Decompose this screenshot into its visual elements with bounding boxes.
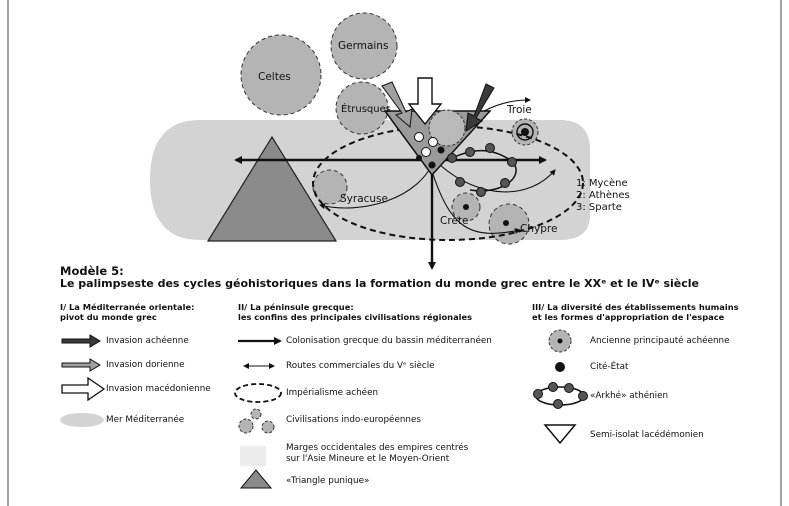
invasion-dorienne-arrow xyxy=(381,81,413,128)
legend-arkhe: «Arkhé» athénien xyxy=(590,391,669,401)
legend-semi-isolat: Semi-isolat lacédémonien xyxy=(590,430,704,440)
troie-marker-inner xyxy=(521,128,529,136)
figure-title: Le palimpseste des cycles géohistoriques… xyxy=(60,277,700,290)
civilization-celtes xyxy=(240,34,322,116)
legend-col2-subheader: les confins des principales civilisation… xyxy=(238,312,473,322)
troie-marker xyxy=(516,123,534,141)
arkhe-city xyxy=(465,147,475,157)
civilization-etrusques xyxy=(335,81,389,135)
label-syracuse: Syracuse xyxy=(340,193,388,205)
legend-icon-civilizations xyxy=(238,408,275,434)
legend-col3-header: III/ La diversité des établissements hum… xyxy=(532,302,739,312)
city-marker xyxy=(428,161,436,169)
legend-civilisations: Civilisations indo-européennes xyxy=(286,415,421,425)
legend-col1-header: I/ La Méditerranée orientale: xyxy=(60,302,195,312)
legend-invasion-acheenne: Invasion achéenne xyxy=(106,336,189,346)
city-marker xyxy=(437,146,445,154)
civilization-germains xyxy=(330,12,398,80)
legend-icon-arkhe xyxy=(533,382,588,409)
arkhe-city xyxy=(447,153,457,163)
invasion-acheenne-arrow xyxy=(465,83,495,132)
legend-marges-line2: sur l'Asie Mineure et le Moyen-Orient xyxy=(286,454,450,464)
legend-col3-subheader: et les formes d'appropriation de l'espac… xyxy=(532,312,725,322)
legend-col1-subheader: pivot du monde grec xyxy=(60,312,157,322)
legend-routes-commerciales: Routes commerciales du Vᵉ siècle xyxy=(286,361,435,371)
label-crete: Crète xyxy=(440,215,468,227)
legend-icon-sea xyxy=(60,413,104,427)
legend-icon-margins xyxy=(240,446,266,466)
arkhe-city xyxy=(500,178,510,188)
arkhe-city xyxy=(455,177,465,187)
city-athenes xyxy=(428,137,438,147)
legend-principaute: Ancienne principauté achéenne xyxy=(590,336,730,346)
legend-triangle-punique: «Triangle punique» xyxy=(286,476,370,486)
greek-peninsula-disc xyxy=(428,109,466,147)
legend-icon-macedonienne xyxy=(61,376,106,402)
city-mycene xyxy=(414,132,424,142)
arkhe-city xyxy=(485,143,495,153)
city-crete xyxy=(463,204,469,210)
label-celtes: Celtes xyxy=(258,71,291,83)
legend-imperialisme: Impérialisme achéen xyxy=(286,388,379,398)
legend-icon-punic-triangle xyxy=(239,469,273,489)
key-sparte: 3: Sparte xyxy=(576,202,622,213)
arkhe-city xyxy=(507,157,517,167)
legend-mer-mediterranee: Mer Méditerranée xyxy=(106,415,185,425)
legend-icon-imperialism xyxy=(234,383,282,403)
key-athenes: 2: Athènes xyxy=(576,190,630,201)
invasion-macedonienne-arrow xyxy=(407,77,443,126)
city-chypre xyxy=(503,220,509,226)
legend-icon-principality xyxy=(548,329,572,353)
legend-cite-etat: Cité-État xyxy=(590,362,629,372)
city-marker xyxy=(416,155,422,161)
legend-icon-acheenne xyxy=(61,334,101,348)
punic-triangle xyxy=(206,135,338,242)
label-troie: Troie xyxy=(506,104,532,116)
civilization-chypre xyxy=(488,203,530,245)
civilization-syracuse xyxy=(312,169,348,205)
figure-title-label: Modèle 5: xyxy=(60,264,124,278)
legend-invasion-dorienne: Invasion dorienne xyxy=(106,360,185,370)
label-etrusques: Étrusques xyxy=(341,102,391,115)
legend-icon-dorienne xyxy=(61,358,101,372)
label-germains: Germains xyxy=(338,40,388,52)
legend-icon-cite-etat xyxy=(555,362,565,372)
legend-colonisation: Colonisation grecque du bassin méditerra… xyxy=(286,336,492,346)
legend-icon-semi-isolat xyxy=(543,424,577,445)
legend-marges-line1: Marges occidentales des empires centrés xyxy=(286,443,469,453)
legend-col2-header: II/ La péninsule grecque: xyxy=(238,302,354,312)
key-mycene: 1: Mycène xyxy=(576,178,628,189)
label-chypre: Chypre xyxy=(520,223,557,235)
city-sparte xyxy=(421,147,431,157)
arkhe-city xyxy=(476,187,486,197)
legend-invasion-macedonienne: Invasion macédonienne xyxy=(106,384,211,394)
